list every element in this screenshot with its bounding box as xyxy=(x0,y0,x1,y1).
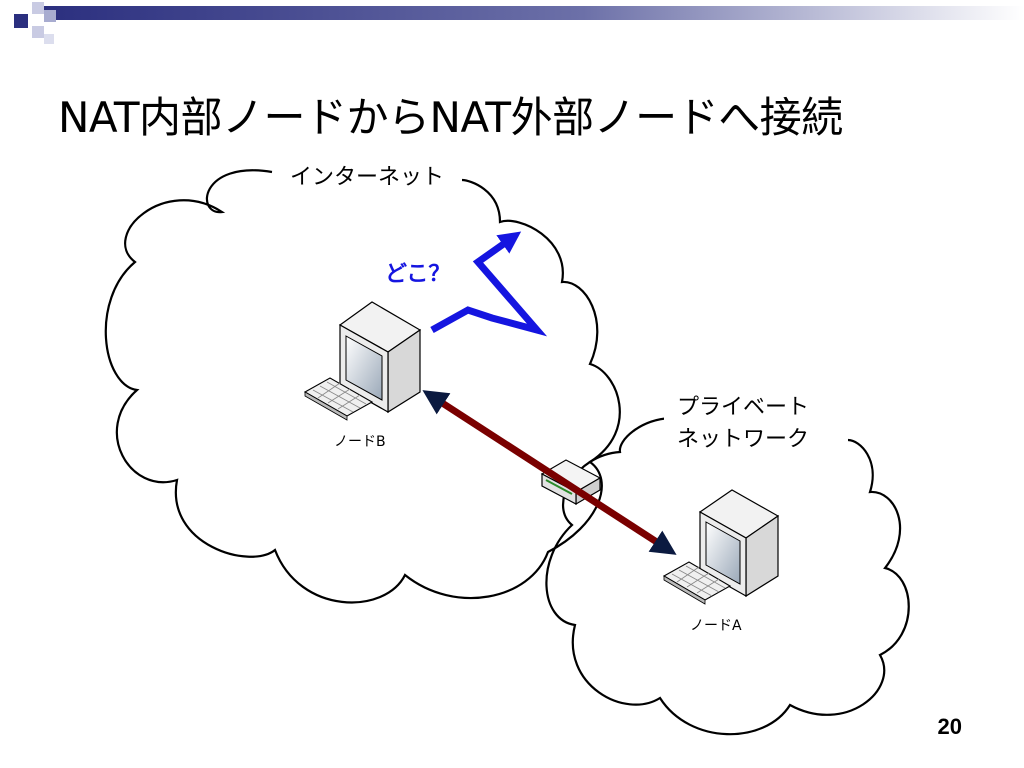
header-bar xyxy=(44,6,1024,20)
page-number: 20 xyxy=(937,714,962,739)
node-a-label: ノードA xyxy=(690,618,742,634)
deco-square-light xyxy=(32,26,44,38)
header-decoration xyxy=(14,2,1024,44)
node-b-label: ノードB xyxy=(334,434,386,450)
computer-icon xyxy=(338,301,422,414)
private-network-label-line1: プライベート xyxy=(677,395,809,420)
node-b-computer xyxy=(303,301,422,421)
internet-cloud xyxy=(104,169,621,604)
where-label: どこ？ xyxy=(385,262,450,287)
deco-square-dark xyxy=(14,14,28,28)
keyboard-icon xyxy=(662,561,732,605)
private-network-label-line2: ネットワーク xyxy=(677,427,809,452)
keyboard-icon xyxy=(303,377,374,421)
deco-square-light xyxy=(32,2,44,14)
search-arrow xyxy=(430,231,548,337)
internet-label: インターネット xyxy=(290,165,444,190)
slide-title: NAT内部ノードからNAT外部ノードへ接続 xyxy=(58,93,843,142)
deco-square-light xyxy=(44,10,56,22)
connection-arrow xyxy=(422,390,677,555)
computer-icon xyxy=(698,489,780,598)
deco-square-light xyxy=(44,34,54,44)
node-a-computer xyxy=(662,489,780,605)
